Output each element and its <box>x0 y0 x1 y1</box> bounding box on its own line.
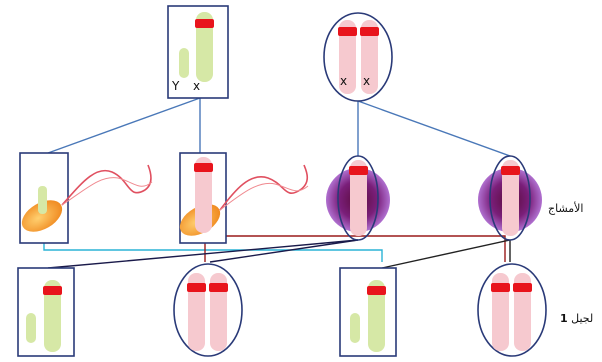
daughter-2-centromere-1 <box>491 283 510 292</box>
sperm-y-tail <box>62 165 151 205</box>
father-y-label: Y <box>172 79 179 93</box>
son-2-centromere <box>367 286 386 295</box>
line-mother-to-egg2 <box>358 101 510 156</box>
sperm-x-tail-2 <box>220 183 308 210</box>
mother-frame <box>324 13 392 101</box>
father-x-label: x <box>193 79 200 93</box>
generation-word: لجيل <box>571 312 593 325</box>
sperm-y-chromosome <box>38 186 47 214</box>
mother-cell <box>324 13 392 101</box>
generation-number: 1 <box>560 312 568 325</box>
son-1-centromere <box>43 286 62 295</box>
sperm-x-tail <box>220 165 307 210</box>
egg-2-centromere <box>501 166 520 175</box>
offspring-son-1 <box>18 268 74 356</box>
mother-x2-label: x <box>363 74 370 88</box>
daughter-2-centromere-2 <box>513 283 532 292</box>
sperm-x-centromere <box>194 163 213 172</box>
sperm-y-tail-2 <box>62 178 152 205</box>
egg-1-centromere <box>349 166 368 175</box>
line-father-to-y-gamete <box>48 98 200 153</box>
mother-centromere-1 <box>338 27 357 36</box>
mother-centromere-2 <box>360 27 379 36</box>
sperm-x-gamete <box>174 153 308 243</box>
son-2-y-chromosome <box>350 313 360 343</box>
offspring-daughter-2 <box>478 264 546 356</box>
daughter-1-frame <box>174 264 242 356</box>
offspring-daughter-1 <box>174 264 242 356</box>
offspring-son-2 <box>340 268 396 356</box>
daughter-1-centromere-1 <box>187 283 206 292</box>
line-egg2-to-son2 <box>382 240 510 268</box>
egg-2-gamete <box>478 156 542 240</box>
daughter-1-centromere-2 <box>209 283 228 292</box>
daughter-2-frame <box>478 264 546 356</box>
generation-1-label: لجيل 1 <box>560 312 593 325</box>
father-x-centromere <box>195 19 214 28</box>
son-1-y-chromosome <box>26 313 36 343</box>
gametes-label: الأمشاج <box>548 202 584 215</box>
sperm-y-gamete <box>16 153 152 243</box>
mother-x1-label: x <box>340 74 347 88</box>
father-y-chromosome <box>179 48 189 78</box>
egg-1-gamete <box>326 156 390 240</box>
